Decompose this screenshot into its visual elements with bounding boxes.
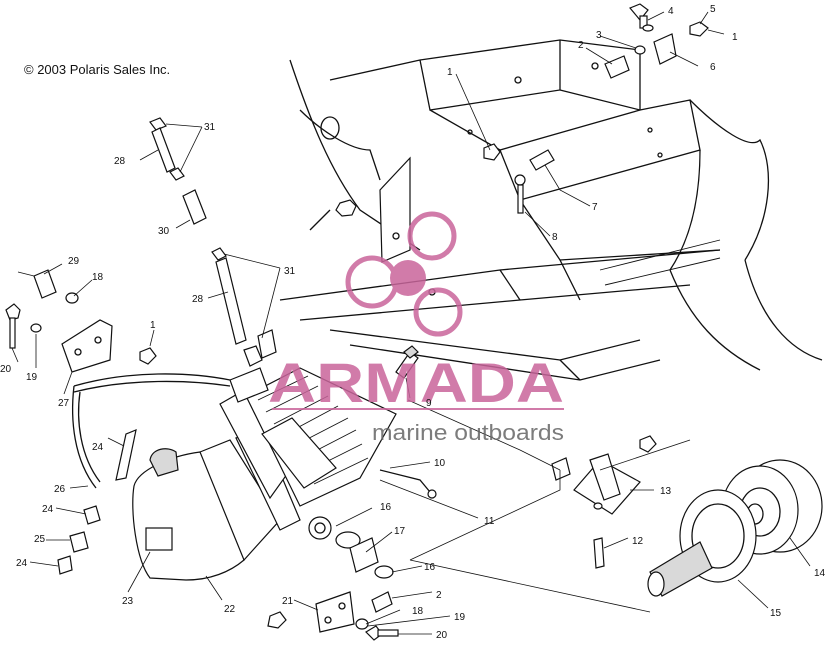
callout-2-top: 2 <box>578 40 584 51</box>
callout-8: 8 <box>552 232 558 243</box>
callout-1-left: 1 <box>150 320 156 331</box>
callout-24-upper: 24 <box>92 442 104 453</box>
callout-19-bottom: 19 <box>454 612 466 623</box>
callout-3-top: 3 <box>596 30 602 41</box>
callout-4-top: 4 <box>668 6 674 17</box>
callout-21: 21 <box>282 596 294 607</box>
copyright-text: © 2003 Polaris Sales Inc. <box>24 62 170 77</box>
callout-22: 22 <box>224 604 236 615</box>
leader-lines <box>11 11 811 635</box>
seal-parts <box>267 531 399 641</box>
callout-19-left: 19 <box>26 372 38 383</box>
callout-24-bottom: 24 <box>16 558 28 569</box>
callout-2-bottom: 2 <box>436 590 442 601</box>
callout-1-top: 1 <box>732 32 738 43</box>
callout-17: 17 <box>394 526 406 537</box>
callout-24-lower: 24 <box>42 504 54 515</box>
callout-6: 6 <box>710 62 716 73</box>
callout-18-left: 18 <box>92 272 104 283</box>
hoses <box>57 373 231 575</box>
fuel-line <box>149 117 277 367</box>
callout-13: 13 <box>660 486 672 497</box>
top-right-assembly <box>604 3 709 79</box>
callout-9: 9 <box>426 398 432 409</box>
callout-28-top: 28 <box>114 156 126 167</box>
callout-12: 12 <box>632 536 644 547</box>
watermark-logo <box>345 211 463 337</box>
callout-27: 27 <box>58 398 70 409</box>
watermark-tagline: marine outboards <box>372 420 564 445</box>
callout-18-bottom: 18 <box>412 606 424 617</box>
callout-23: 23 <box>122 596 134 607</box>
callouts: 1 2 3 4 5 1 6 1 7 8 31 28 30 31 28 29 18… <box>0 4 826 641</box>
watermark-brand: ARMADA <box>268 351 564 414</box>
watermark: ARMADA marine outboards <box>268 211 564 445</box>
callout-30: 30 <box>158 226 170 237</box>
callout-15: 15 <box>770 608 782 619</box>
left-bracket <box>5 269 157 373</box>
callout-31-mid: 31 <box>284 266 296 277</box>
callout-29: 29 <box>68 256 80 267</box>
callout-20-bottom: 20 <box>436 630 448 641</box>
callout-31-top: 31 <box>204 122 216 133</box>
watermark-rule <box>272 408 564 410</box>
callout-28-mid: 28 <box>192 294 204 305</box>
right-mount <box>551 435 657 569</box>
mount-bolts <box>483 143 555 214</box>
frame <box>279 39 823 381</box>
callout-20-left: 20 <box>0 364 12 375</box>
callout-11: 11 <box>484 516 495 527</box>
callout-10: 10 <box>434 458 446 469</box>
callout-14: 14 <box>814 568 826 579</box>
callout-5-top: 5 <box>710 4 716 15</box>
engine <box>132 345 437 581</box>
callout-1-mid: 1 <box>447 67 453 78</box>
callout-25: 25 <box>34 534 46 545</box>
callout-7: 7 <box>592 202 598 213</box>
callout-26: 26 <box>54 484 66 495</box>
callout-16-upper: 16 <box>380 502 392 513</box>
callout-16-lower: 16 <box>424 562 436 573</box>
drive-pulley <box>647 489 757 597</box>
